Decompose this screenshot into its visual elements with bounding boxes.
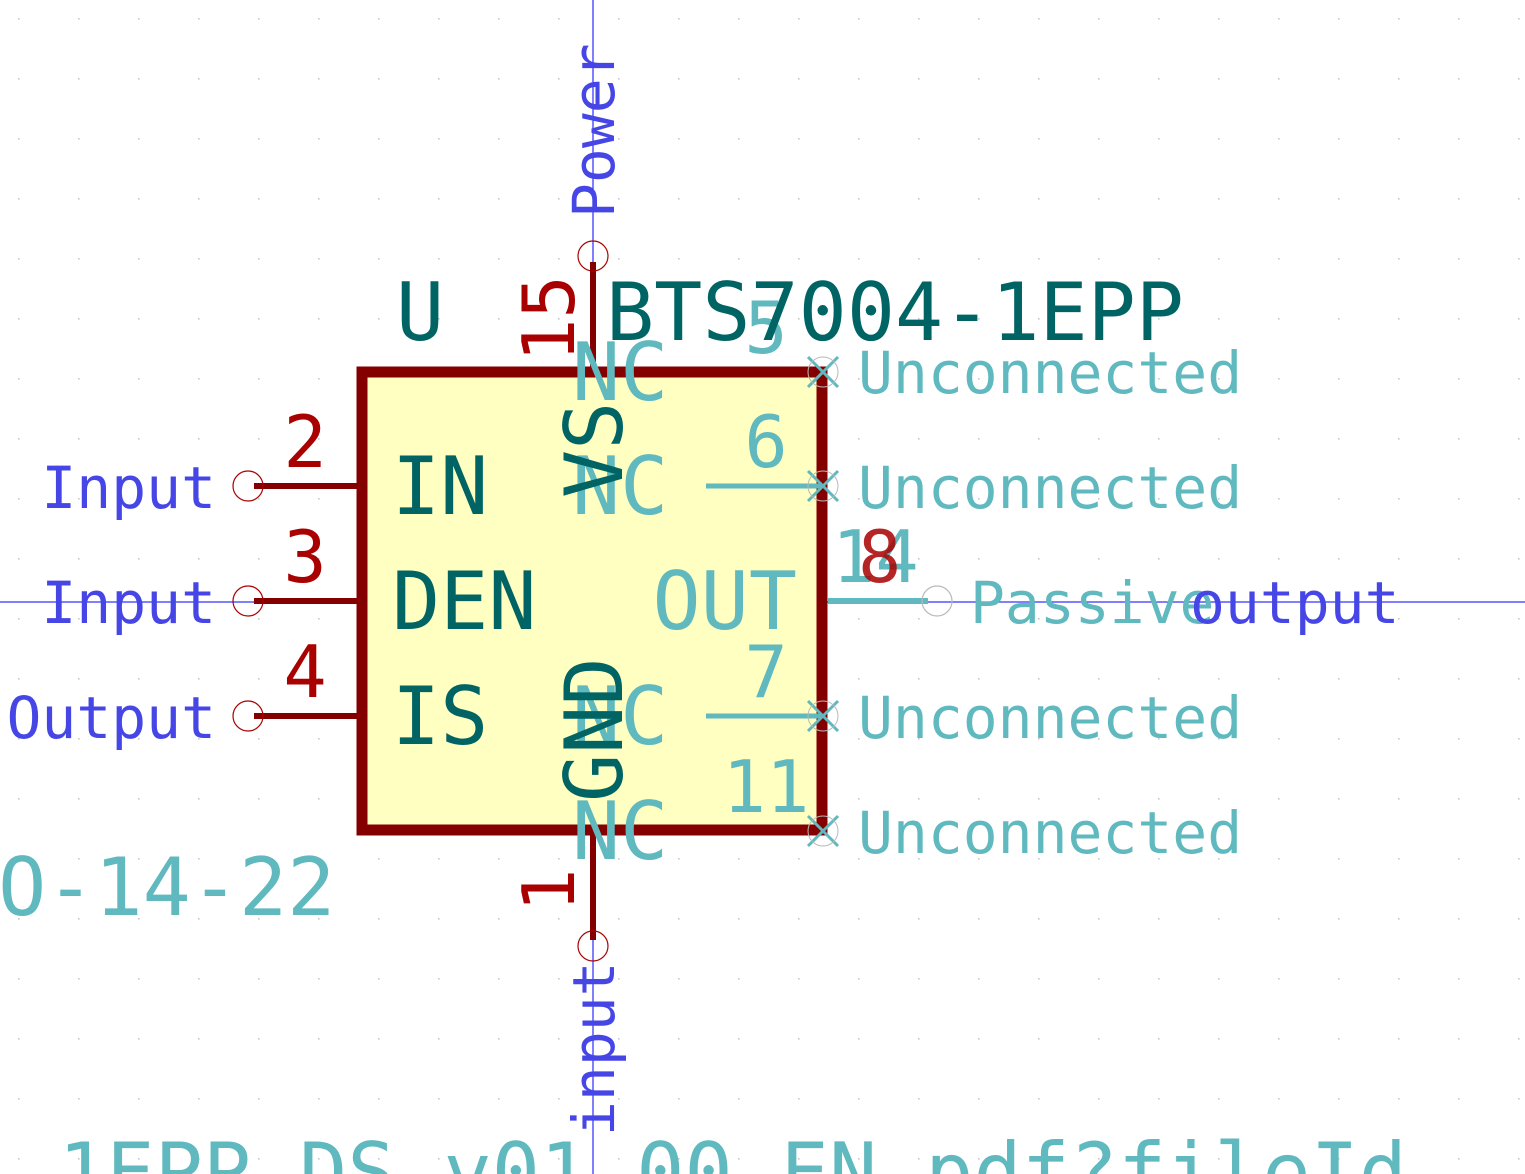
pin-out-type-passive: Passive [970, 569, 1214, 637]
reference-field[interactable]: U [396, 266, 444, 359]
pin-is[interactable] [232, 700, 358, 732]
nc-pin-7-type: Unconnected [858, 684, 1242, 752]
nc-pin-5-type: Unconnected [858, 339, 1242, 407]
nc-name-7: NC [572, 670, 668, 763]
nc-pin-6-type: Unconnected [858, 454, 1242, 522]
nc-pin-6-number: 6 [744, 400, 787, 484]
pin-in-anchor [232, 470, 264, 502]
pin-den-number: 3 [283, 515, 326, 599]
nc-marker-5 [806, 355, 840, 389]
nc-name-6: NC [572, 440, 668, 533]
nc-marker-11 [806, 814, 840, 848]
pin-out-anchor [921, 585, 953, 617]
pin-in-number: 2 [283, 400, 326, 484]
nc-name-bottom: NC [572, 785, 668, 878]
nc-pin-11-type: Unconnected [858, 799, 1242, 867]
pin-out-number-overlap: 14 [832, 515, 919, 599]
pin-is-name: IS [392, 670, 488, 763]
nc-pin-11-number: 11 [723, 745, 810, 829]
pin-gnd-anchor [577, 930, 609, 962]
pin-out-type-output: output [1190, 569, 1400, 637]
value-field[interactable]: BTS7004-1EPP [606, 266, 1184, 359]
pin-gnd-name: GND [548, 658, 641, 803]
pin-vs-name: VS [548, 402, 641, 498]
pin-is-type: Output [6, 684, 216, 752]
pin-in-type: Input [41, 454, 216, 522]
pin-vs-anchor [577, 240, 609, 272]
nc-name-top: NC [572, 326, 668, 419]
pin-vs-type: Power [560, 43, 628, 218]
pin-out-number: 8 [858, 515, 901, 599]
nc-pin-7-number: 7 [744, 630, 787, 714]
pin-gnd-number: 1 [507, 869, 591, 912]
pin-gnd-type: input [560, 961, 628, 1136]
pin-in-name: IN [392, 440, 488, 533]
datasheet-field[interactable]: 4-1EPP-DS-v01_00-EN.pdf?fileId [0, 1126, 1407, 1174]
pin-den-name: DEN [392, 555, 537, 648]
symbol-body[interactable] [356, 366, 828, 836]
pin-den-type: Input [41, 569, 216, 637]
pin-in[interactable] [232, 470, 358, 502]
nc-marker-7 [806, 699, 840, 733]
pin-is-anchor [232, 700, 264, 732]
pin-out[interactable] [828, 585, 953, 617]
pin-vs[interactable] [577, 240, 609, 368]
pin-den[interactable] [232, 585, 358, 617]
pin-den-anchor [232, 585, 264, 617]
pin-out-name: OUT [653, 555, 798, 648]
nc-marker-6 [806, 469, 840, 503]
pin-gnd[interactable] [577, 834, 609, 962]
pin-is-number: 4 [283, 630, 326, 714]
pin-vs-number: 15 [507, 275, 591, 362]
footprint-field[interactable]: SO-14-22 [0, 841, 335, 934]
nc-pin-5-number: 5 [744, 286, 787, 370]
